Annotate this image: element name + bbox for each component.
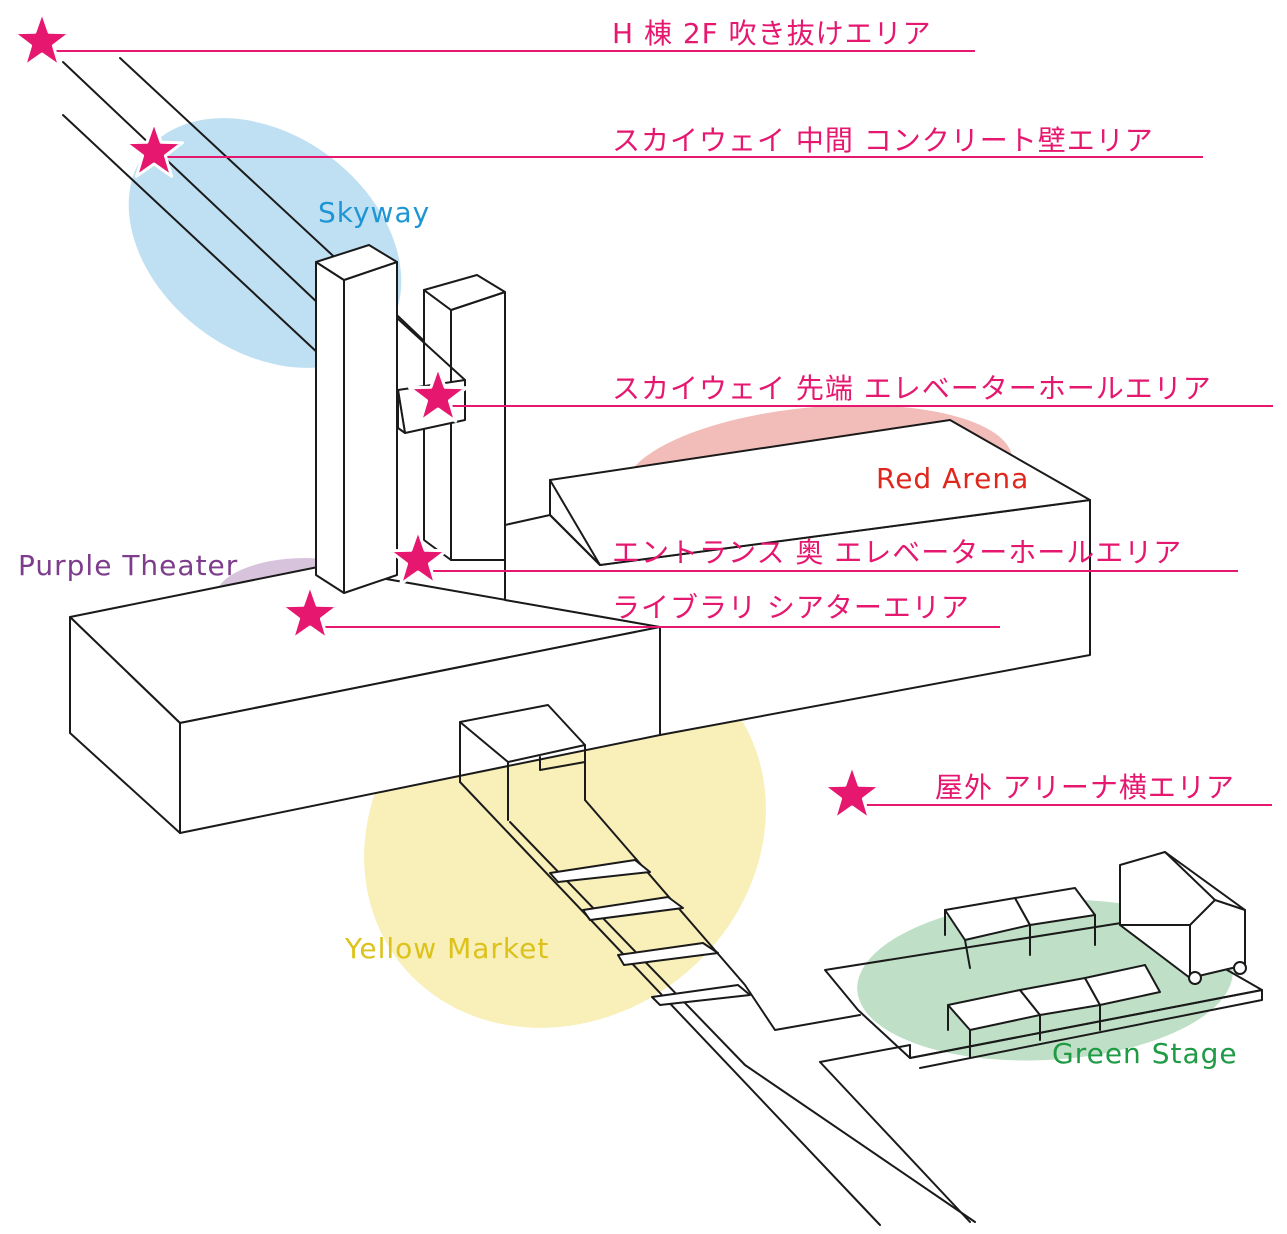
star-icon[interactable] xyxy=(408,365,468,423)
zone-label-yellow-market: Yellow Market xyxy=(344,932,549,965)
zone-label-green-stage: Green Stage xyxy=(1052,1037,1238,1070)
zone-label-skyway: Skyway xyxy=(318,196,430,229)
spot-label-outdoor[interactable]: 屋外 アリーナ横エリア xyxy=(935,771,1235,804)
zone-label-red-arena: Red Arena xyxy=(876,462,1029,495)
spot-label-skyway-middle[interactable]: スカイウェイ 中間 コンクリート壁エリア xyxy=(612,124,1154,157)
star-icon[interactable] xyxy=(822,763,882,821)
spot-label-h-building[interactable]: H 棟 2F 吹き抜けエリア xyxy=(612,17,932,50)
zone-label-purple-theater: Purple Theater xyxy=(18,549,238,582)
spot-markers xyxy=(12,10,882,821)
star-icon[interactable] xyxy=(124,120,184,178)
star-icon[interactable] xyxy=(280,583,340,641)
spot-label-skyway-tip[interactable]: スカイウェイ 先端 エレベーターホールエリア xyxy=(612,372,1212,405)
star-icon[interactable] xyxy=(388,528,448,586)
spot-label-library[interactable]: ライブラリ シアターエリア xyxy=(612,591,970,624)
star-icon[interactable] xyxy=(12,10,72,68)
spot-labels: H 棟 2F 吹き抜けエリア スカイウェイ 中間 コンクリート壁エリア スカイウ… xyxy=(612,17,1235,804)
spot-label-entrance[interactable]: エントランス 奥 エレベーターホールエリア xyxy=(612,536,1182,569)
leader-lines xyxy=(42,50,1273,806)
zone-labels: Skyway Red Arena Purple Theater Yellow M… xyxy=(18,196,1238,1070)
